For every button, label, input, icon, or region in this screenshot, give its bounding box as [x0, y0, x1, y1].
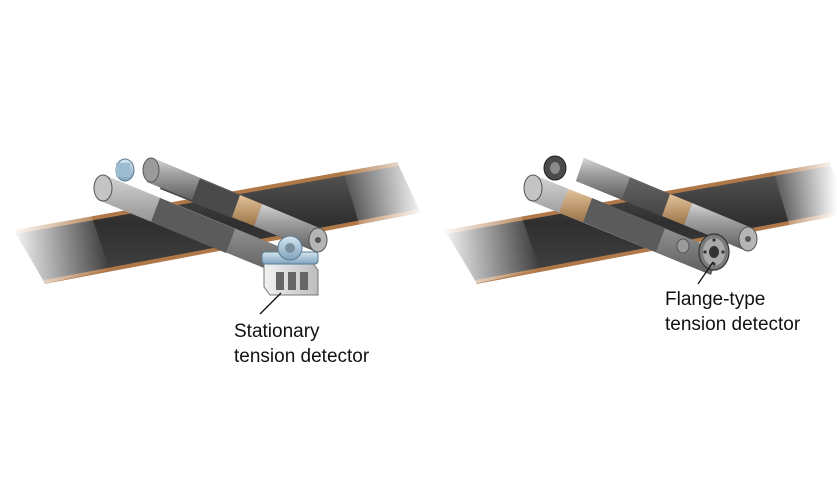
label-line: tension detector	[234, 346, 370, 367]
roller	[576, 158, 758, 252]
leader-line	[259, 292, 282, 315]
stationary-detector-label: Stationary tension detector	[234, 319, 369, 369]
label-line: Stationary	[234, 321, 320, 342]
roller	[142, 157, 328, 253]
label-line: Flange-type	[665, 289, 766, 310]
roller	[523, 174, 720, 275]
label-line: tension detector	[665, 314, 801, 335]
flange-detector-assembly	[440, 150, 837, 287]
flange-detector-label: Flange-type tension detector	[665, 287, 800, 337]
flange-detector-disc	[698, 233, 730, 271]
stationary-detector-block	[261, 235, 319, 296]
web-sheet	[10, 150, 425, 287]
stationary-detector-assembly	[10, 150, 425, 315]
bearing-icon	[115, 158, 135, 182]
leader-line	[697, 261, 714, 285]
flange-icon	[543, 155, 567, 181]
